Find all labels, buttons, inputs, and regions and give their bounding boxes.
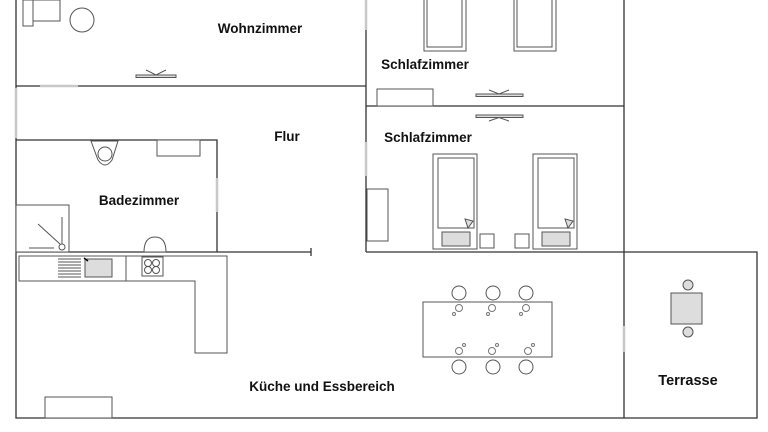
door-bedroom-2[interactable] (475, 114, 524, 122)
chair (485, 285, 501, 301)
kitchen-sink (84, 258, 113, 278)
room-label-kitchen-dining: Küche und Essbereich (249, 379, 395, 394)
kitchen-furniture (18, 255, 228, 419)
bedroom-1-furniture (376, 0, 557, 107)
terrace-furniture (670, 279, 703, 338)
windows (14, 0, 626, 352)
sink (143, 236, 167, 253)
chair (518, 285, 534, 301)
room-label-bathroom: Badezimmer (99, 193, 180, 208)
wardrobe (366, 188, 389, 242)
room-label-terrace: Terrasse (658, 373, 717, 389)
pillow (541, 231, 571, 247)
chair (518, 359, 534, 375)
drain-board (58, 258, 81, 278)
round-table (69, 7, 95, 33)
chair (682, 326, 694, 338)
chair (451, 359, 467, 375)
nightstand (479, 233, 495, 249)
nightstand (514, 233, 530, 249)
room-label-hallway: Flur (274, 129, 300, 144)
chair (451, 285, 467, 301)
cabinet (156, 139, 201, 157)
bedroom-2-furniture (366, 153, 578, 250)
pillow (441, 231, 471, 247)
room-label-bedroom-1: Schlafzimmer (381, 57, 470, 72)
stove (141, 256, 164, 277)
sideboard (44, 396, 113, 419)
dining-set (422, 285, 553, 375)
chair (485, 359, 501, 375)
bathroom-furniture (15, 139, 201, 253)
dresser (376, 88, 434, 107)
dining-table (422, 301, 553, 358)
armchair (22, 0, 34, 27)
chair (682, 279, 694, 291)
door-living-room[interactable] (135, 69, 177, 78)
patio-table (670, 292, 703, 325)
kitchen-counter (18, 255, 228, 354)
room-label-bedroom-2: Schlafzimmer (384, 130, 473, 145)
side-table (32, 0, 61, 22)
room-label-living-room: Wohnzimmer (218, 21, 303, 36)
door-bedroom-1[interactable] (475, 89, 524, 97)
living-room-furniture (22, 0, 95, 33)
